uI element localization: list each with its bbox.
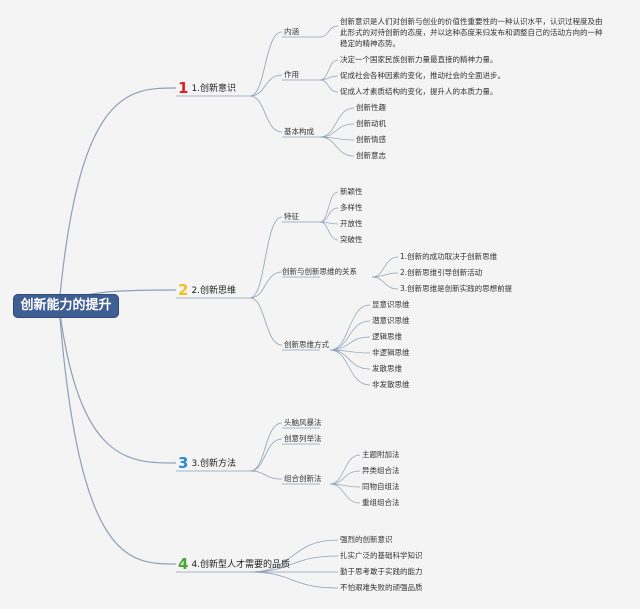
leaf-connector-5-1 <box>371 256 399 278</box>
leaf-connector-5-3 <box>371 276 399 290</box>
leaf-connector-1-1 <box>319 25 339 38</box>
leaf-characteristic-2[interactable]: 多样性 <box>340 203 363 212</box>
leaf-mode-4[interactable]: 非逻辑思维 <box>372 348 410 357</box>
leaf-connector-4-4 <box>249 571 339 589</box>
sub-connector-1-2 <box>249 74 283 97</box>
leaf-connector-4-1 <box>249 539 339 573</box>
leaf-mode-6[interactable]: 非发散思维 <box>372 380 410 389</box>
branch-label: 4.创新型人才需要的品质 <box>191 560 291 570</box>
leaf-connector-3-2 <box>319 123 355 138</box>
sub-connector-1-3 <box>249 95 283 133</box>
sub-topic-components[interactable]: 基本构成 <box>284 127 314 136</box>
sub-connector-1-1 <box>249 31 283 97</box>
sub-connector-2-2 <box>249 271 283 299</box>
number-badge-4: 4 <box>178 555 189 573</box>
leaf-relationship-3[interactable]: 3.创新思维是创新实践的思想前提 <box>400 284 513 293</box>
leaf-characteristic-3[interactable]: 开放性 <box>340 219 363 228</box>
leaf-combination-2[interactable]: 异类组合法 <box>362 466 400 475</box>
branch-label: 1.创新意识 <box>191 84 237 94</box>
number-badge-1: 1 <box>178 79 189 97</box>
leaf-connector-7-1 <box>329 454 361 485</box>
leaf-connector-7-2 <box>329 470 361 485</box>
leaf-connector-7-4 <box>329 483 361 504</box>
leaf-quality-4[interactable]: 不怕艰难失败的顽强品质 <box>340 583 423 592</box>
leaf-component-1[interactable]: 创新性趣 <box>356 103 386 112</box>
root-connector-4 <box>58 305 177 565</box>
leaf-characteristic-1[interactable]: 新颖性 <box>340 187 363 196</box>
leaf-function-2[interactable]: 促成社会各种因素的变化，推动社会的全面进步。 <box>340 71 505 80</box>
leaf-combination-4[interactable]: 重组组合法 <box>362 498 400 507</box>
leaf-function-3[interactable]: 促成人才素质结构的变化，提升人的本质力量。 <box>340 87 498 96</box>
leaf-function-1[interactable]: 决定一个国家民族创新力量最直接的精神力量。 <box>340 55 498 64</box>
leaf-component-2[interactable]: 创新动机 <box>356 119 386 128</box>
leaf-combination-1[interactable]: 主题附加法 <box>362 450 400 459</box>
leaf-connotation-text[interactable]: 创新意识是人们对创新与创业的价值性重要性的一种认识水平，认识过程度及由此形式的对… <box>340 17 603 48</box>
leaf-component-3[interactable]: 创新情感 <box>356 135 386 144</box>
sub-topic-idea-listing[interactable]: 创意列举法 <box>284 434 322 443</box>
leaf-connector-2-1 <box>319 59 339 81</box>
leaf-relationship-2[interactable]: 2.创新思维引导创新活动 <box>400 268 483 277</box>
root-connector-1 <box>58 87 177 307</box>
leaf-quality-1[interactable]: 强烈的创新意识 <box>340 535 393 544</box>
leaf-connector-6-3 <box>329 336 371 351</box>
leaf-mode-3[interactable]: 逻辑思维 <box>372 332 402 341</box>
root-connector-3 <box>58 305 177 464</box>
leaf-relationship-1[interactable]: 1.创新的成功取决于创新思维 <box>400 252 498 261</box>
sub-topic-brainstorming[interactable]: 头脑风暴法 <box>284 418 322 427</box>
branch-label: 3.创新方法 <box>191 459 237 469</box>
leaf-connector-4-2 <box>319 207 339 223</box>
leaf-connector-4-1 <box>319 191 339 223</box>
leaf-connector-3-4 <box>319 136 355 157</box>
sub-topic-combination[interactable]: 组合创新法 <box>284 474 322 483</box>
leaf-combination-3[interactable]: 同物自组法 <box>362 482 400 491</box>
leaf-connector-6-1 <box>329 304 371 351</box>
leaf-connector-2-3 <box>319 79 339 93</box>
leaf-mode-5[interactable]: 发散思维 <box>372 364 402 373</box>
sub-topic-characteristics[interactable]: 特征 <box>284 212 299 221</box>
sub-topic-thinking-modes[interactable]: 创新思维方式 <box>284 340 329 349</box>
sub-connector-3-2 <box>249 438 283 472</box>
sub-topic-function[interactable]: 作用 <box>284 70 299 79</box>
leaf-quality-3[interactable]: 勤于思考敢于实践的能力 <box>340 567 423 576</box>
sub-connector-3-1 <box>249 422 283 472</box>
leaf-connector-3-1 <box>319 107 355 138</box>
leaf-connector-4-2 <box>249 555 339 573</box>
leaf-mode-2[interactable]: 潜意识思维 <box>372 316 410 325</box>
leaf-connector-6-2 <box>329 320 371 351</box>
leaf-mode-1[interactable]: 显意识思维 <box>372 300 410 309</box>
number-badge-2: 2 <box>178 281 189 299</box>
leaf-quality-2[interactable]: 扎实广泛的基础科学知识 <box>340 551 423 560</box>
branch-label: 2.创新思维 <box>191 286 237 296</box>
number-badge-3: 3 <box>178 454 189 472</box>
leaf-connector-6-6 <box>329 349 371 386</box>
sub-topic-relationship[interactable]: 创新与创新思维的关系 <box>282 267 357 276</box>
sub-connector-2-1 <box>249 216 283 299</box>
leaf-connector-2-2 <box>319 75 339 81</box>
sub-connector-3-3 <box>249 470 283 480</box>
leaf-characteristic-4[interactable]: 突破性 <box>340 235 363 244</box>
leaf-connector-4-4 <box>319 221 339 241</box>
root-topic[interactable]: 创新能力的提升 <box>13 294 119 318</box>
sub-connector-2-3 <box>249 297 283 346</box>
leaf-component-4[interactable]: 创新意志 <box>356 151 386 160</box>
sub-topic-connotation[interactable]: 内涵 <box>284 27 299 36</box>
